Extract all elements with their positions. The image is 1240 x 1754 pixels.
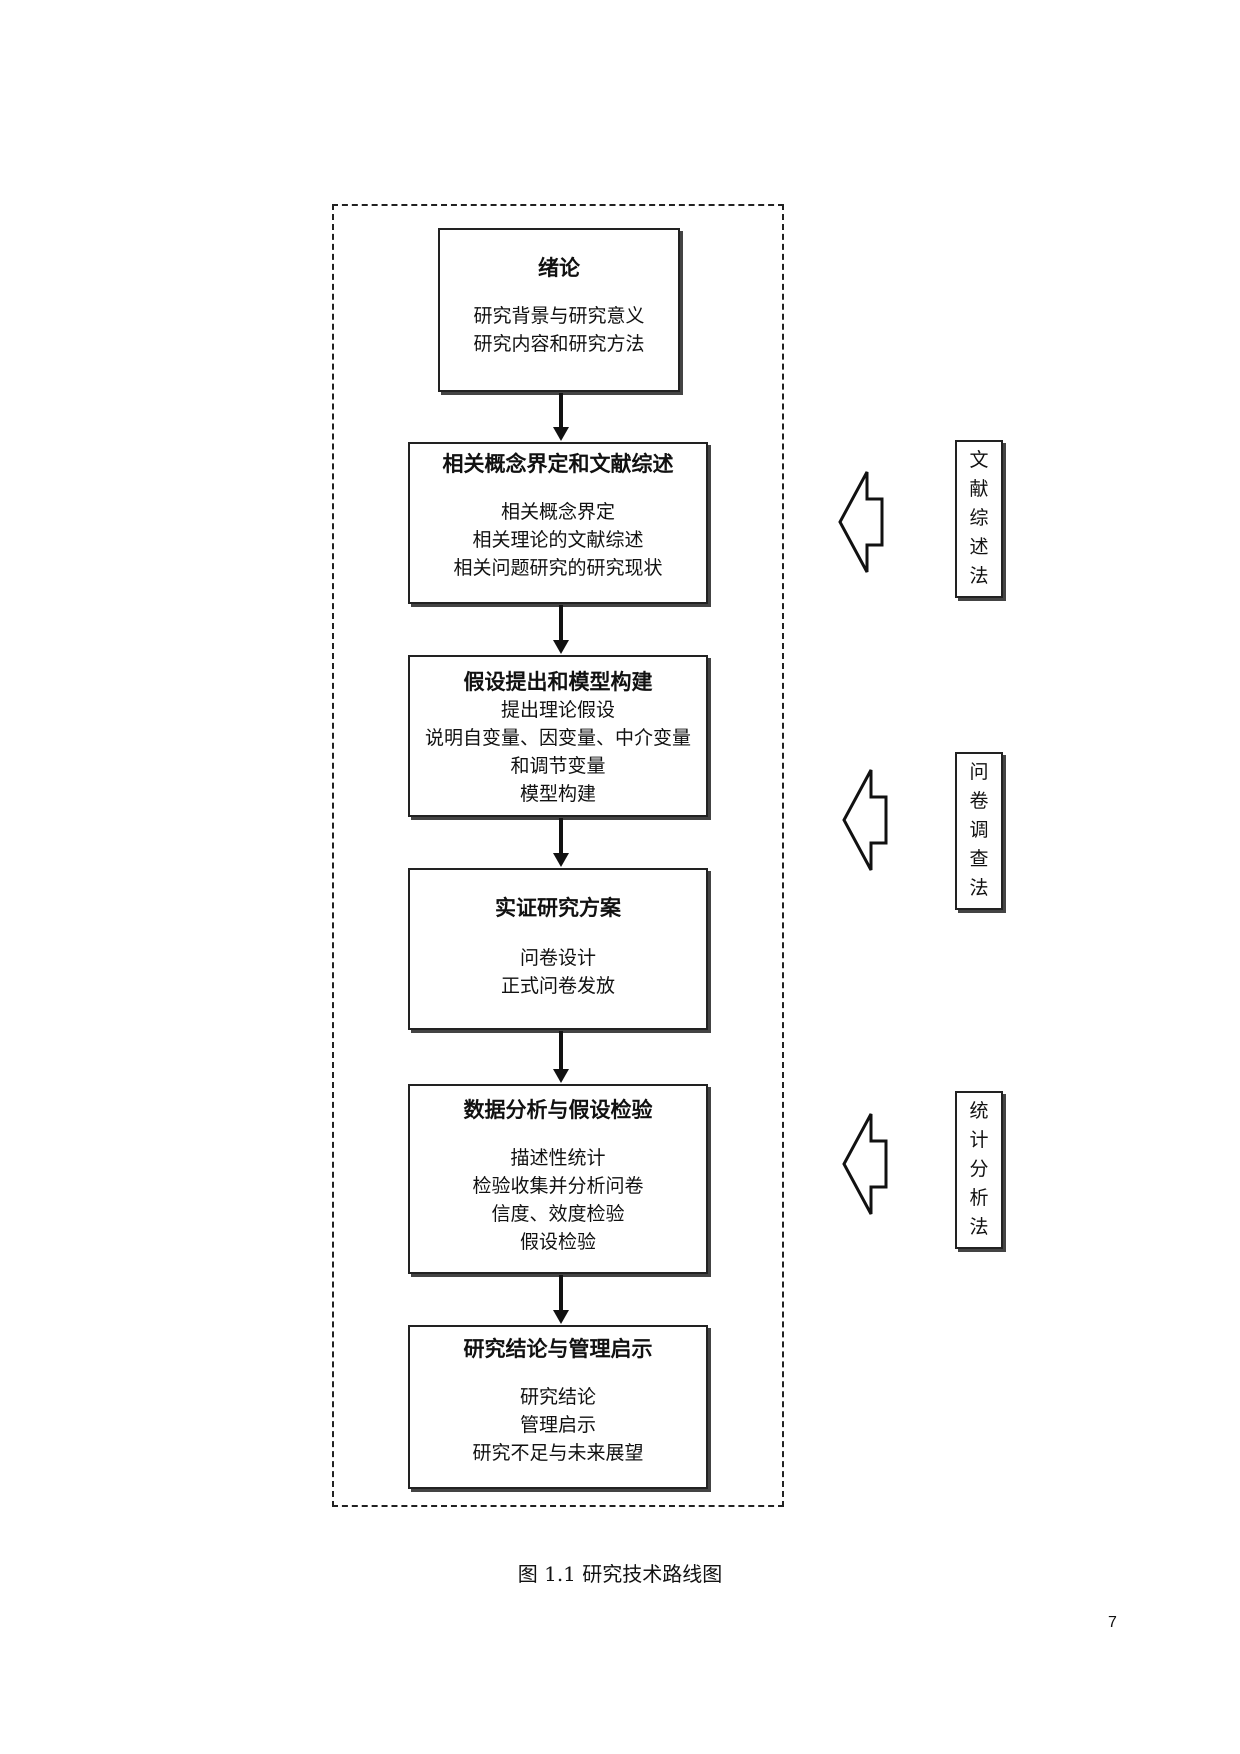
step-line: 正式问卷发放 bbox=[500, 975, 615, 997]
step-line: 研究不足与未来展望 bbox=[472, 1442, 644, 1464]
step-line: 描述性统计 bbox=[510, 1147, 606, 1169]
method-char: 法 bbox=[969, 565, 989, 587]
method-char: 计 bbox=[969, 1129, 989, 1151]
method-char: 卷 bbox=[969, 790, 989, 812]
method-label: 问卷调查法 bbox=[957, 758, 1001, 903]
step-hypothesis-model: 假设提出和模型构建 提出理论假设 说明自变量、因变量、中介变量 和调节变量 模型… bbox=[408, 655, 708, 817]
method-char: 献 bbox=[969, 478, 989, 500]
step-line: 检验收集并分析问卷 bbox=[472, 1175, 644, 1197]
dashed-frame bbox=[332, 204, 784, 1507]
method-char: 述 bbox=[969, 536, 989, 558]
method-char: 统 bbox=[969, 1100, 989, 1122]
left-arrow-icon bbox=[842, 769, 888, 871]
method-box-statistics: 统计分析法 bbox=[955, 1091, 1003, 1249]
step-line: 相关理论的文献综述 bbox=[472, 529, 644, 551]
left-arrow-icon bbox=[838, 471, 884, 573]
step-line: 研究内容和研究方法 bbox=[473, 333, 645, 355]
step-line: 研究背景与研究意义 bbox=[473, 305, 645, 327]
step-conclusion: 研究结论与管理启示 研究结论 管理启示 研究不足与未来展望 bbox=[408, 1325, 708, 1489]
step-line: 问卷设计 bbox=[519, 947, 596, 969]
method-label: 文献综述法 bbox=[957, 446, 1001, 591]
step-line: 相关问题研究的研究现状 bbox=[453, 557, 663, 579]
step-title: 实证研究方案 bbox=[495, 896, 621, 920]
down-arrow bbox=[541, 393, 581, 441]
down-arrow bbox=[541, 605, 581, 654]
figure-caption: 图 1.1 研究技术路线图 bbox=[517, 1562, 723, 1586]
method-char: 问 bbox=[969, 761, 989, 783]
step-title: 数据分析与假设检验 bbox=[463, 1098, 653, 1122]
method-char: 法 bbox=[969, 1216, 989, 1238]
method-char: 析 bbox=[969, 1187, 989, 1209]
down-arrow bbox=[541, 1275, 581, 1324]
method-char: 综 bbox=[969, 507, 989, 529]
down-arrow bbox=[541, 818, 581, 867]
method-box-literature: 文献综述法 bbox=[955, 440, 1003, 598]
method-char: 调 bbox=[969, 819, 989, 841]
method-box-questionnaire: 问卷调查法 bbox=[955, 752, 1003, 910]
step-line: 假设检验 bbox=[519, 1231, 596, 1253]
step-line: 说明自变量、因变量、中介变量 bbox=[424, 727, 691, 749]
step-line: 研究结论 bbox=[519, 1386, 596, 1408]
step-title: 相关概念界定和文献综述 bbox=[442, 452, 674, 476]
step-line: 管理启示 bbox=[519, 1414, 596, 1436]
page-number: 7 bbox=[1108, 1614, 1117, 1631]
step-data-analysis: 数据分析与假设检验 描述性统计 检验收集并分析问卷 信度、效度检验 假设检验 bbox=[408, 1084, 708, 1274]
step-literature-review: 相关概念界定和文献综述 相关概念界定 相关理论的文献综述 相关问题研究的研究现状 bbox=[408, 442, 708, 604]
step-title: 假设提出和模型构建 bbox=[463, 670, 653, 694]
step-line: 和调节变量 bbox=[510, 755, 606, 777]
method-label: 统计分析法 bbox=[957, 1097, 1001, 1242]
step-line: 模型构建 bbox=[519, 783, 596, 805]
left-arrow-icon bbox=[842, 1113, 888, 1215]
down-arrow bbox=[541, 1031, 581, 1083]
step-line: 信度、效度检验 bbox=[491, 1203, 625, 1225]
method-char: 查 bbox=[969, 848, 989, 870]
step-introduction: 绪论 研究背景与研究意义 研究内容和研究方法 bbox=[438, 228, 680, 392]
method-char: 分 bbox=[969, 1158, 989, 1180]
step-line: 提出理论假设 bbox=[500, 699, 615, 721]
step-title: 研究结论与管理启示 bbox=[463, 1337, 653, 1361]
step-empirical-plan: 实证研究方案 问卷设计 正式问卷发放 bbox=[408, 868, 708, 1030]
method-char: 文 bbox=[969, 449, 989, 471]
step-line: 相关概念界定 bbox=[500, 501, 615, 523]
method-char: 法 bbox=[969, 877, 989, 899]
step-title: 绪论 bbox=[538, 256, 580, 280]
